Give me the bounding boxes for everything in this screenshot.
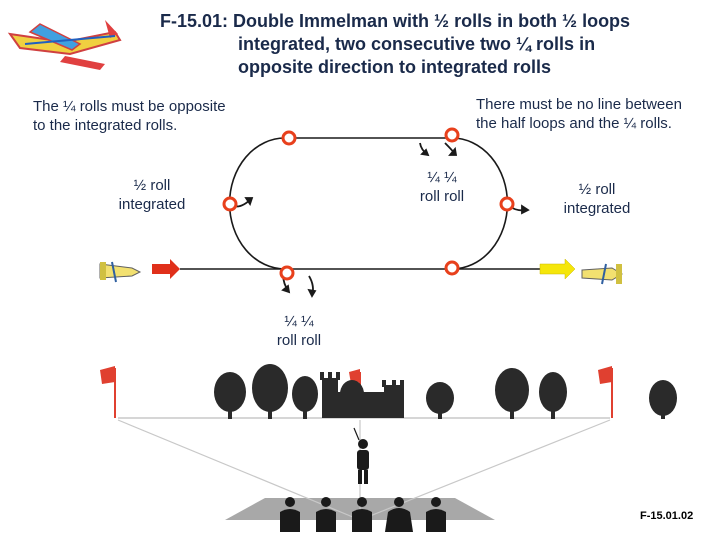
exit-arrow: [539, 258, 576, 280]
plane-icon: [99, 261, 142, 283]
judge-silhouette-icon: [385, 497, 413, 532]
judge-flag-icon: [598, 366, 613, 418]
tree-icon: [292, 376, 318, 419]
aerobatic-plane-logo: [7, 20, 122, 70]
marker-top-right: [444, 127, 460, 143]
label-bottom-quarter-rolls: ¼ ¼ roll roll: [276, 313, 322, 349]
marker-left-loop: [222, 196, 238, 212]
judge-silhouette-icon: [426, 497, 446, 532]
label-top-quarter-rolls: ¼ ¼ roll roll: [419, 169, 465, 205]
tree-icon: [495, 368, 529, 419]
tree-icon: [252, 364, 288, 419]
title-line-3: opposite direction to integrated rolls: [238, 57, 552, 77]
marker-bottom-left: [279, 265, 295, 281]
note-right: There must be no line between the half l…: [476, 96, 682, 132]
marker-bottom-right: [444, 260, 460, 276]
figure-code: F-15.01.02: [640, 510, 694, 522]
tree-icon: [214, 372, 246, 419]
left-half-loop: [228, 137, 286, 270]
title-line-2: integrated, two consecutive two ¼ rolls …: [238, 34, 596, 54]
tree-icon: [426, 382, 454, 419]
entry-arrow: [152, 259, 180, 279]
label-left-half-roll: ½ roll integrated: [118, 177, 186, 213]
castle-icon: [320, 372, 404, 418]
pilot-silhouette-icon: [353, 427, 369, 484]
tree-icon: [539, 372, 567, 419]
judge-silhouette-icon: [280, 497, 300, 532]
judge-silhouette-icon: [316, 497, 336, 532]
judge-flag-icon: [100, 366, 116, 418]
marker-right-loop: [499, 196, 515, 212]
marker-top-left: [281, 130, 297, 146]
judge-silhouette-icon: [352, 497, 372, 532]
figure-markers: [222, 127, 515, 281]
figure-title: F-15.01: Double Immelman with ½ rolls in…: [160, 10, 630, 79]
label-right-half-roll: ½ roll integrated: [563, 181, 631, 217]
plane-icon: [581, 263, 623, 285]
sight-line-left: [117, 419, 361, 521]
title-line-1: F-15.01: Double Immelman with ½ rolls in…: [160, 11, 631, 31]
tree-icon: [649, 380, 677, 419]
note-left: The ¼ rolls must be opposite to the inte…: [33, 98, 226, 134]
roll-arrows: [231, 142, 530, 298]
